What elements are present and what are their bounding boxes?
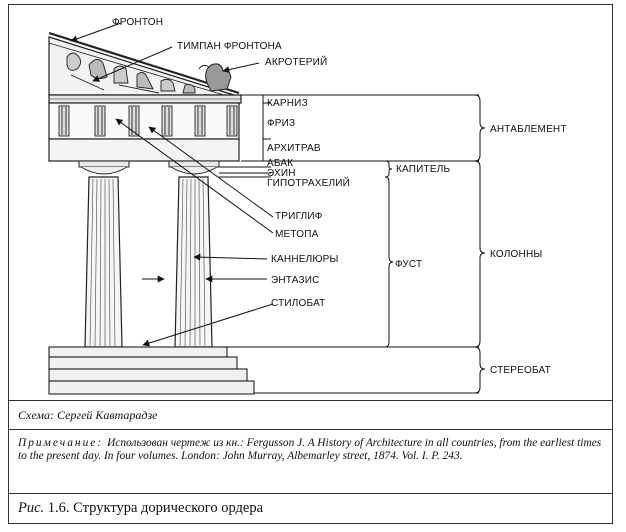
note-lead: Примечание: <box>18 437 104 449</box>
label-gipotrakheliy: ГИПОТРАХЕЛИЙ <box>267 176 350 189</box>
label-stilobat: СТИЛОБАТ <box>271 298 325 309</box>
flutings <box>89 178 206 347</box>
label-abak: АБАК <box>267 158 293 169</box>
brace-entablature <box>474 94 486 162</box>
label-kapitel: КАПИТЕЛЬ <box>396 164 450 175</box>
note-text: Использован чертеж из кн.: Fergusson J. … <box>18 437 602 462</box>
diagram-svg: ФРОНТОН ТИМПАН ФРОНТОНА АКРОТЕРИЙ КАРНИЗ… <box>48 17 567 395</box>
triglyphs <box>58 105 238 137</box>
label-entazis: ЭНТАЗИС <box>271 275 320 286</box>
caption-text: 1.6. Структура дорического ордера <box>47 500 264 516</box>
figure-caption: Рис. 1.6. Структура дорического ордера <box>9 493 612 524</box>
label-akroteriy: АКРОТЕРИЙ <box>265 55 327 68</box>
label-stereobat: СТЕРЕОБАТ <box>490 365 551 376</box>
brace-stereobate <box>474 346 486 394</box>
temple-drawing <box>48 31 255 395</box>
label-antablement: АНТАБЛЕМЕНТ <box>490 124 567 135</box>
label-triglif: ТРИГЛИФ <box>275 211 323 222</box>
doric-order-diagram: ФРОНТОН ТИМПАН ФРОНТОНА АКРОТЕРИЙ КАРНИЗ… <box>9 5 614 400</box>
label-friz: ФРИЗ <box>267 118 295 129</box>
label-fust: ФУСТ <box>395 259 422 270</box>
brace-columns <box>474 160 486 348</box>
note-block: Примечание:Использован чертеж из кн.: Fe… <box>9 429 612 493</box>
leader-lines <box>70 22 479 394</box>
label-timpan: ТИМПАН ФРОНТОНА <box>177 41 282 52</box>
brace-capital <box>384 160 393 178</box>
figure-frame: ФРОНТОН ТИМПАН ФРОНТОНА АКРОТЕРИЙ КАРНИЗ… <box>8 4 613 524</box>
label-arkhitrav: АРХИТРАВ <box>267 143 321 154</box>
caption-prefix: Рис. <box>18 500 45 516</box>
braces <box>384 94 486 394</box>
label-metopa: МЕТОПА <box>275 229 319 240</box>
label-kolonny: КОЛОННЫ <box>490 249 542 260</box>
label-ekhin: ЭХИН <box>267 168 296 179</box>
brace-shaft <box>384 176 394 348</box>
label-fronton: ФРОНТОН <box>112 17 163 28</box>
credit-line: Схема: Сергей Кавтарадзе <box>9 400 612 429</box>
label-kanneliury: КАННЕЛЮРЫ <box>271 254 339 265</box>
label-karniz: КАРНИЗ <box>267 98 308 109</box>
